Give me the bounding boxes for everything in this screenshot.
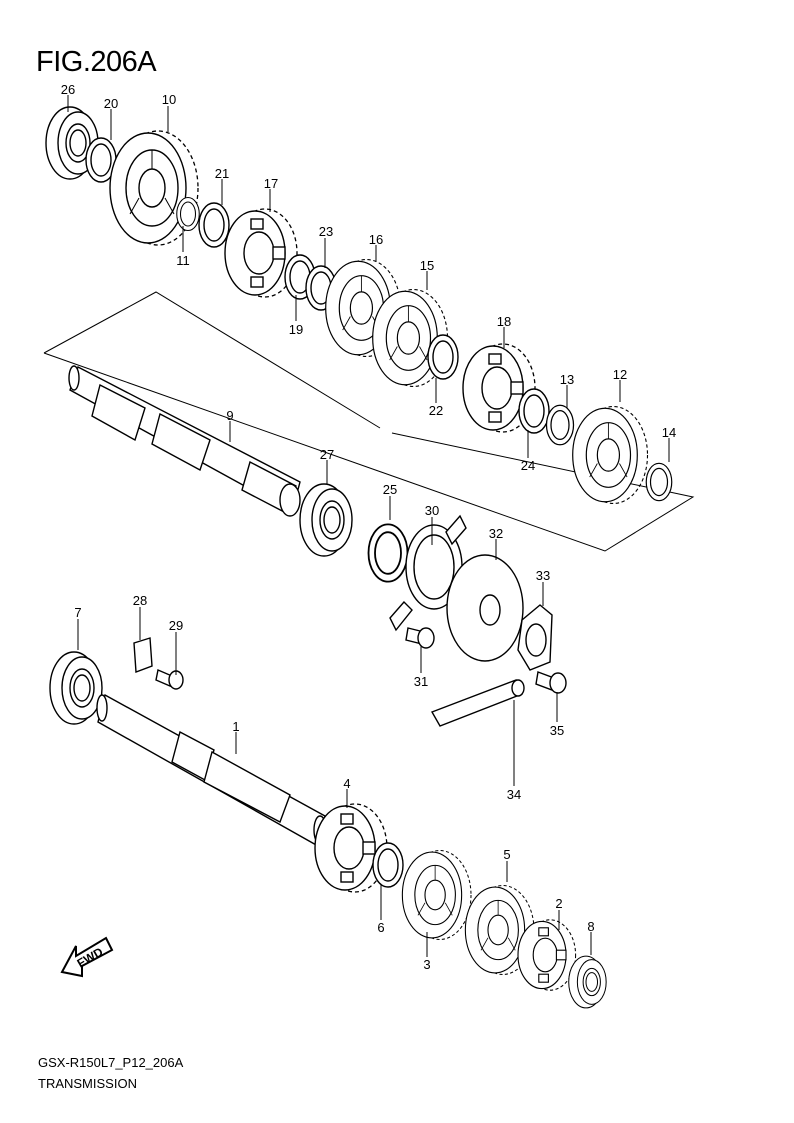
part-33-retainer — [517, 604, 553, 671]
part-24-washer — [518, 388, 550, 434]
figure-name: TRANSMISSION — [38, 1076, 137, 1091]
part-14-circlip — [645, 462, 673, 502]
part-label: 28 — [133, 593, 147, 608]
part-30-plate — [389, 514, 467, 632]
part-label: 32 — [489, 526, 503, 541]
part-label: 8 — [587, 919, 594, 934]
part-2-gear — [517, 919, 577, 991]
part-13-bushing — [545, 404, 575, 446]
part-3-gear — [401, 849, 472, 941]
part-label: 31 — [414, 674, 428, 689]
part-label: 24 — [521, 458, 535, 473]
fwd-arrow-icon: FWD — [60, 936, 114, 978]
part-9-countershaft — [68, 365, 301, 517]
figure-title: FIG.206A — [36, 46, 157, 78]
part-8-bearing — [568, 955, 607, 1009]
part-label: 14 — [662, 425, 676, 440]
part-27-bearing — [299, 483, 353, 557]
part-25-seal — [367, 523, 409, 583]
part-label: 12 — [613, 367, 627, 382]
part-label: 27 — [320, 447, 334, 462]
part-label: 25 — [383, 482, 397, 497]
part-label: 3 — [423, 957, 430, 972]
part-label: 11 — [176, 253, 190, 268]
part-label: 4 — [343, 776, 350, 791]
part-21-washer — [198, 202, 230, 248]
part-11-bushing — [176, 196, 200, 232]
part-label: 17 — [264, 176, 278, 191]
part-label: 5 — [503, 847, 510, 862]
part-label: 13 — [560, 372, 574, 387]
part-label: 18 — [497, 314, 511, 329]
part-label: 1 — [232, 719, 239, 734]
part-label: 26 — [61, 82, 75, 97]
part-label: 35 — [550, 723, 564, 738]
part-label: 34 — [507, 787, 521, 802]
part-label: 10 — [162, 92, 176, 107]
part-label: 16 — [369, 232, 383, 247]
part-22-circlip — [427, 334, 459, 380]
figure-code: GSX-R150L7_P12_206A — [38, 1055, 184, 1070]
part-label: 33 — [536, 568, 550, 583]
part-label: 9 — [226, 408, 233, 423]
part-28-retainer — [133, 637, 153, 673]
part-label: 2 — [555, 896, 562, 911]
part-label: 23 — [319, 224, 333, 239]
leader-lines — [67, 95, 670, 957]
part-label: 19 — [289, 322, 303, 337]
part-label: 22 — [429, 403, 443, 418]
part-label: 6 — [377, 920, 384, 935]
part-35-bolt — [535, 671, 567, 694]
part-1-driveshaft — [96, 693, 327, 848]
part-32-sprocket — [446, 554, 524, 662]
part-34-chain — [430, 679, 525, 727]
countershaft-frame — [43, 291, 695, 552]
part-label: 30 — [425, 503, 439, 518]
part-31-bolt — [405, 627, 435, 649]
part-29-screw — [155, 669, 184, 690]
part-12-gear — [572, 405, 649, 505]
part-labels: 26 20 10 21 17 11 23 16 15 19 18 22 13 1… — [61, 82, 676, 972]
part-label: 15 — [420, 258, 434, 273]
part-7-bearing — [49, 651, 103, 725]
part-label: 7 — [74, 605, 81, 620]
part-label: 20 — [104, 96, 118, 111]
part-6-circlip — [372, 842, 404, 888]
part-label: 29 — [169, 618, 183, 633]
part-label: 21 — [215, 166, 229, 181]
